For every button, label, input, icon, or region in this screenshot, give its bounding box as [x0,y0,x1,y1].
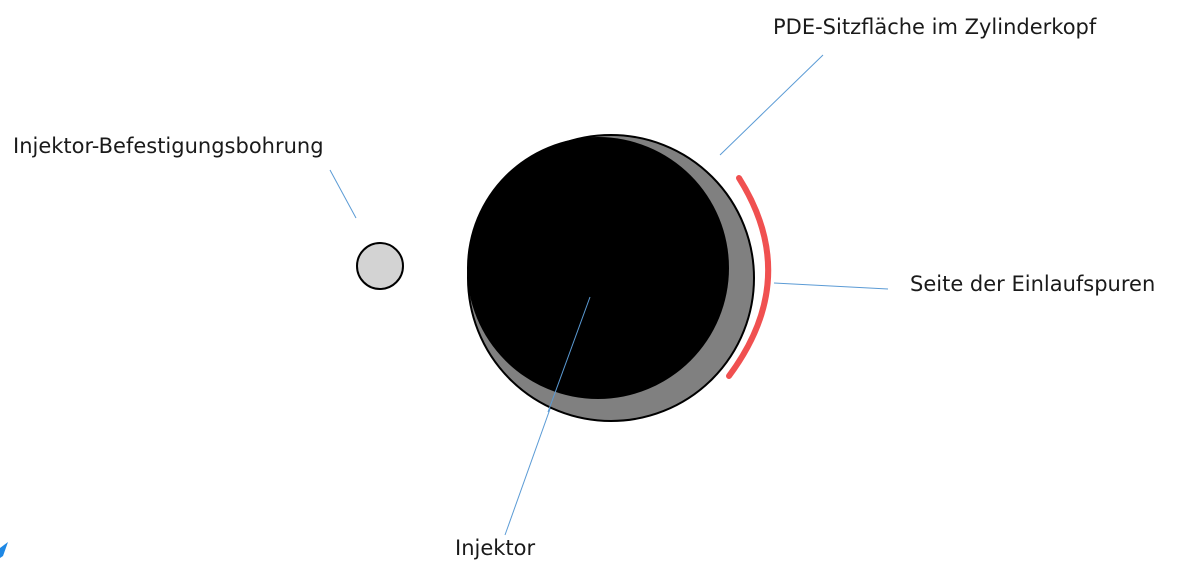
leader-line-seat-surface [719,54,824,156]
injector-body [467,137,729,399]
corner-accent-icon [0,542,8,558]
label-mounting-hole: Injektor-Befestigungsbohrung [13,134,324,158]
label-seat-surface: PDE-Sitzfläche im Zylinderkopf [773,15,1097,39]
label-injector: Injektor [455,536,536,560]
label-wear-side: Seite der Einlaufspuren [910,272,1155,296]
mounting-hole-icon [356,242,404,290]
leader-line-mounting-hole [329,169,357,219]
wear-mark-arc [726,175,772,379]
leader-line-wear-side [773,282,889,290]
leader-line-injector-overlay [547,296,591,413]
